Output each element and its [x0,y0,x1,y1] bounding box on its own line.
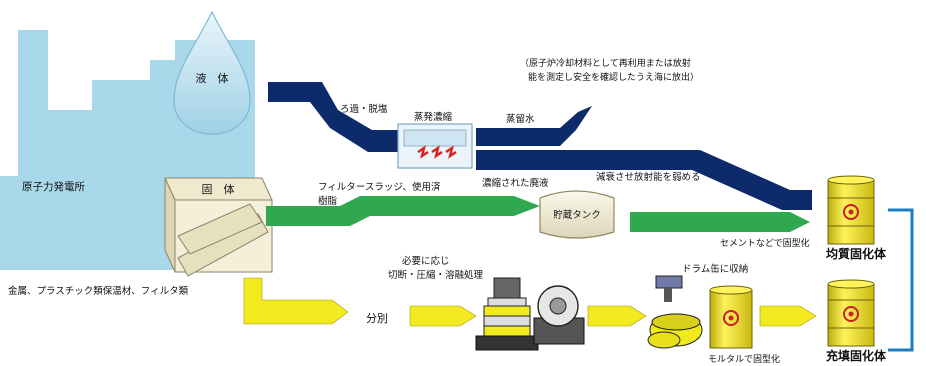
cement-label: セメントなどで固型化 [720,237,810,249]
filter-desalt-label: ろ過・脱塩 [340,103,388,115]
sludge-stream-1 [266,196,540,226]
evaporator-label: 蒸発濃縮 [414,111,452,123]
cutter-machine-icon [533,285,585,345]
filled-drum-icon [827,279,875,347]
solid-label: 固 体 [202,182,235,196]
solid-stream-down [243,277,349,325]
decay-label: 減衰させ放射能を弱める [596,171,701,183]
materials-label: 金属、プラスチック類保温材、フィルタ類 [8,285,189,297]
drum-loading-machine-icon [647,275,703,349]
distilled-water-stream [476,106,592,146]
sludge-stream-2 [630,212,810,232]
liquid-stream-upper [268,82,400,152]
note-line-2: 能を測定し安全を確認したうえ海に放出） [528,71,699,83]
solid-waste-box-icon [164,177,273,277]
compressor-machine-icon [475,277,539,351]
mortar-drum-icon [709,285,753,349]
concentrate-stream [476,150,812,210]
distilled-water-label: 蒸留水 [506,113,535,125]
process-line-1: 必要に応じ [402,255,450,267]
sort-arrow [409,305,477,327]
note-line-1: （原子炉冷却材料として再利用または放射 [520,57,691,69]
drum-storage-label: ドラム缶に収納 [682,263,748,275]
liquid-label: 液 体 [196,71,229,85]
sludge-label-line-1: フィルタースラッジ、使用済 [318,181,441,193]
process-arrow [587,305,647,327]
sort-label: 分別 [366,312,388,325]
liquid-drop-icon [173,10,251,135]
process-line-2: 切断・圧縮・溶融処理 [388,269,484,281]
storage-tank-icon [539,190,615,239]
homogeneous-output-label: 均質固化体 [826,246,887,261]
concentrate-label: 濃縮された廃液 [482,177,549,189]
output-bracket [888,208,914,352]
plant-label: 原子力発電所 [22,180,85,193]
drum-to-output-arrow [759,305,817,327]
mortar-label: モルタルで固型化 [708,353,780,365]
sludge-label-line-2: 樹脂 [318,195,338,207]
storage-tank-label: 貯蔵タンク [553,209,601,221]
homogeneous-drum-icon [827,175,875,245]
evaporator-icon [397,123,473,169]
filled-output-label: 充填固化体 [826,348,887,363]
